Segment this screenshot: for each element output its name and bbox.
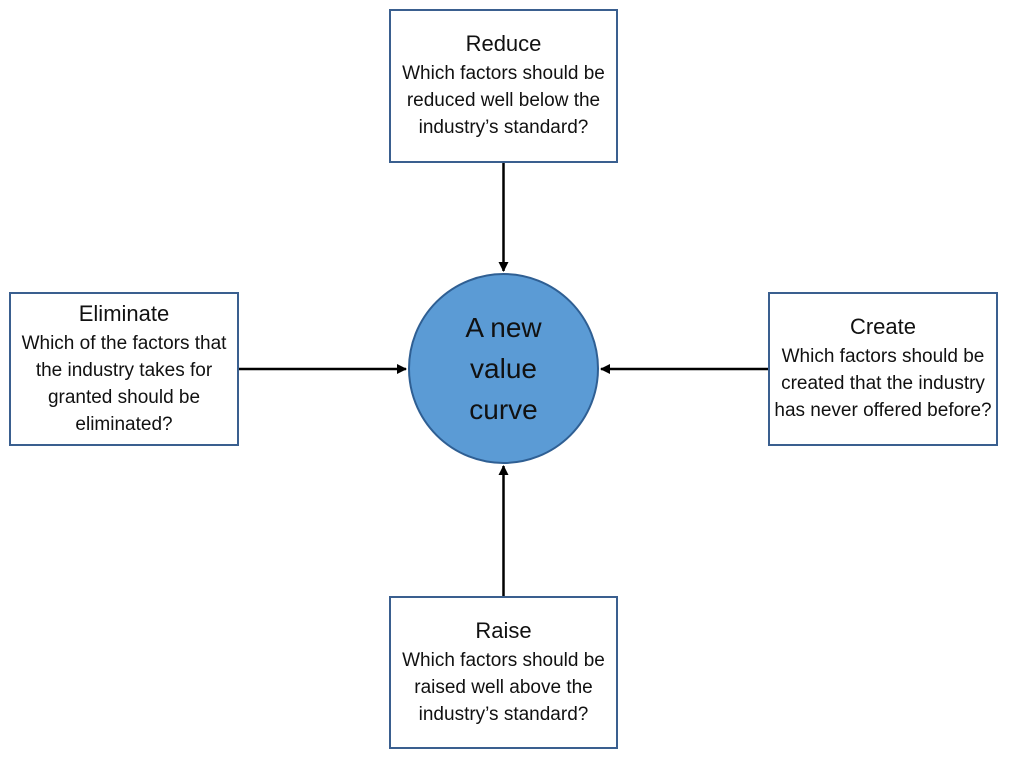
reduce-box: Reduce Which factors should be reduced w… bbox=[389, 9, 618, 163]
raise-box: Raise Which factors should be raised wel… bbox=[389, 596, 618, 749]
eliminate-question: Which of the factors that the industry t… bbox=[21, 332, 227, 435]
reduce-question: Which factors should be reduced well bel… bbox=[402, 63, 605, 138]
eliminate-title: Eliminate bbox=[78, 300, 170, 326]
create-question: Which factors should be created that the… bbox=[774, 346, 992, 421]
reduce-title: Reduce bbox=[465, 31, 542, 56]
raise-title: Raise bbox=[475, 617, 532, 643]
center-label: A new value curve bbox=[465, 312, 542, 425]
raise-question: Which factors should be raised well abov… bbox=[402, 649, 605, 725]
eliminate-box: Eliminate Which of the factors that the … bbox=[9, 292, 239, 446]
create-title: Create bbox=[849, 314, 917, 339]
center-circle: A new value curve bbox=[408, 273, 599, 464]
create-box: Create Which factors should be created t… bbox=[768, 292, 998, 446]
